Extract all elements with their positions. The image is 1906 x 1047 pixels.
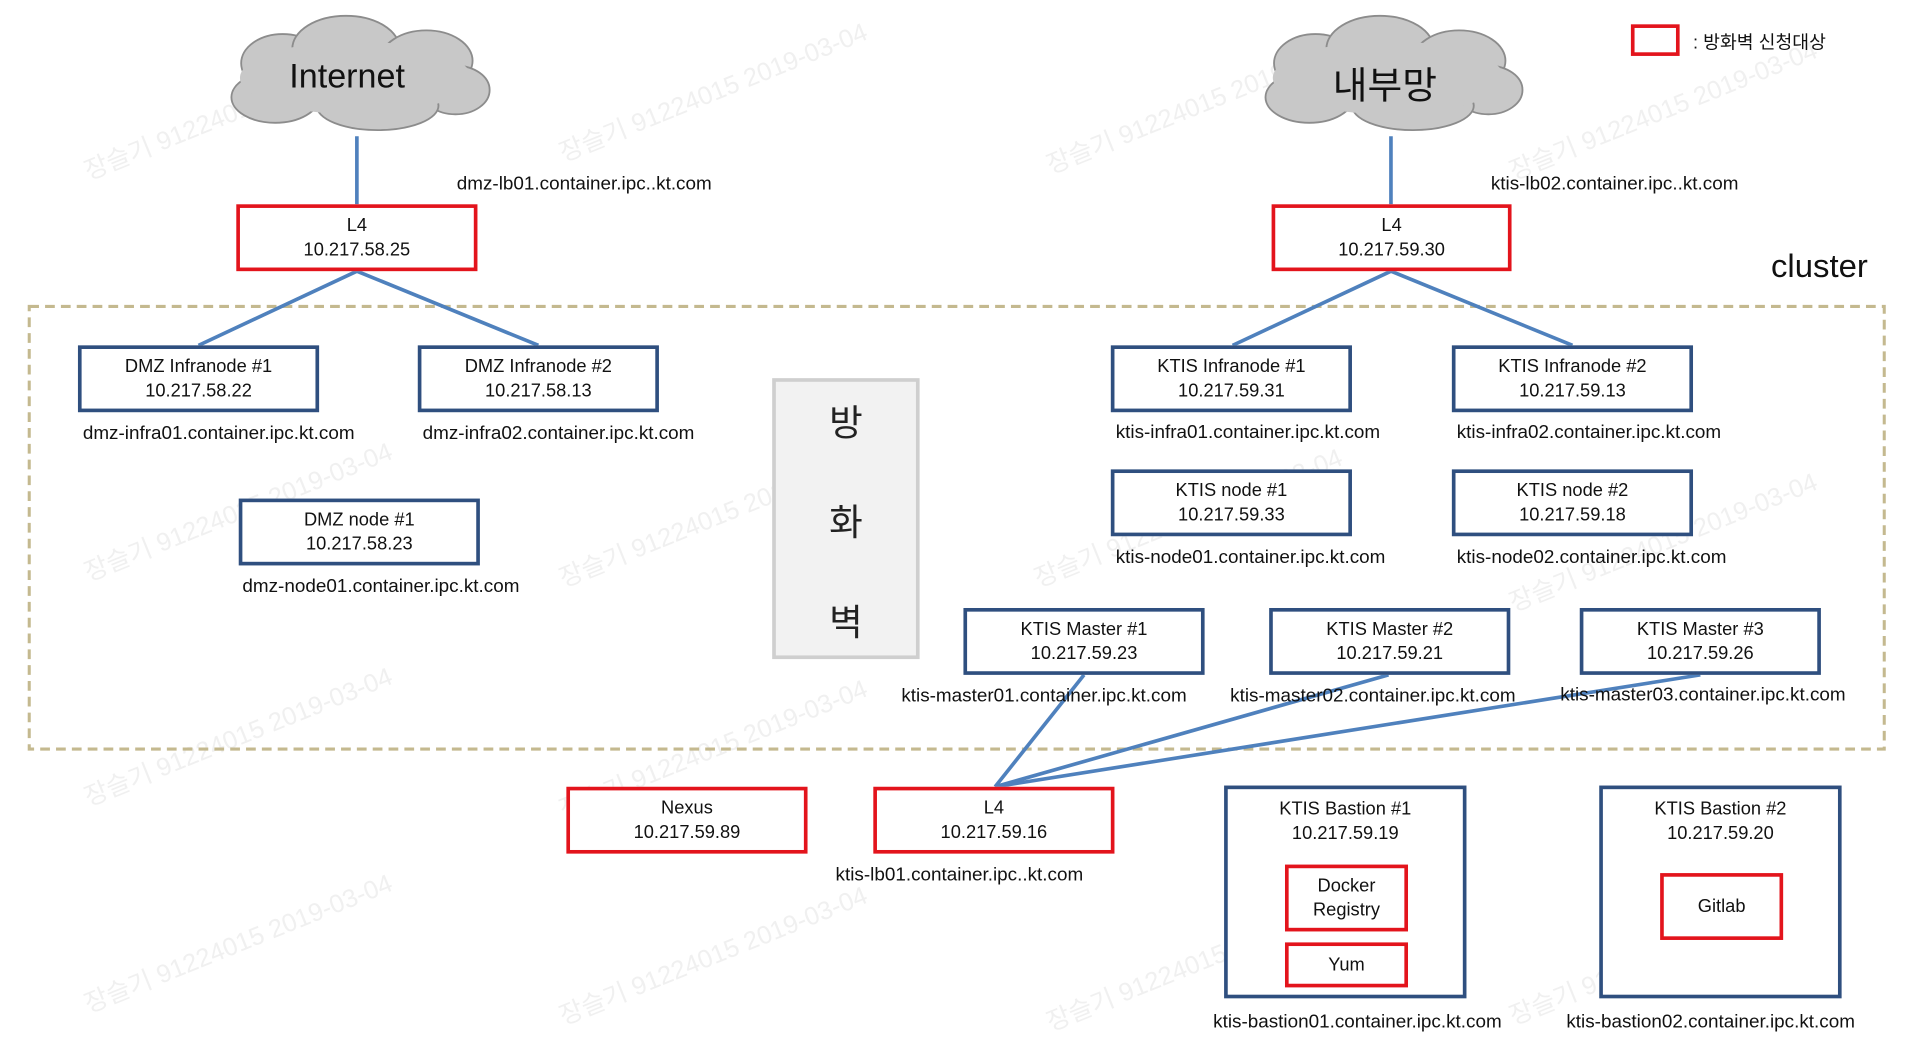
- ktis-infranode-1-box: KTIS Infranode #1 10.217.59.31: [1110, 345, 1352, 413]
- box-title: DMZ Infranode #2: [464, 355, 612, 377]
- l4-to-dmz-infra2-link: [356, 269, 540, 348]
- box-title: KTIS Infranode #2: [1498, 355, 1647, 377]
- ktis-master-2-box: KTIS Master #2 10.217.59.21: [1269, 608, 1511, 675]
- box-title: KTIS Master #3: [1636, 618, 1764, 640]
- dmz-node-1-box: DMZ node #1 10.217.58.23: [238, 498, 480, 566]
- ktis-master-3-box: KTIS Master #3 10.217.59.26: [1579, 608, 1821, 675]
- cluster-label: cluster: [1770, 248, 1868, 285]
- box-ip: 10.217.59.33: [1178, 504, 1285, 525]
- box-title: L4: [346, 214, 368, 236]
- internet-label: Internet: [289, 57, 405, 95]
- firewall-char: 화: [829, 502, 863, 543]
- nexus-box: Nexus 10.217.59.89: [566, 786, 808, 854]
- hostname-label: dmz-node01.container.ipc.kt.com: [242, 576, 520, 598]
- box-ip: 10.217.59.26: [1646, 642, 1754, 664]
- l4-to-master3-link: [994, 673, 1701, 789]
- ktis-bastion-2-box: KTIS Bastion #2 10.217.59.20 Gitlab: [1599, 785, 1842, 999]
- box-title: KTIS Master #1: [1020, 618, 1148, 640]
- dmz-infranode-2-box: DMZ Infranode #2 10.217.58.13: [417, 345, 659, 413]
- ktis-node-1-box: KTIS node #1 10.217.59.33: [1110, 469, 1352, 537]
- hostname-label: ktis-lb01.container.ipc..kt.com: [835, 864, 1084, 886]
- box-ip: 10.217.59.21: [1336, 642, 1444, 664]
- gitlab-box: Gitlab: [1660, 873, 1784, 940]
- box-line: Docker: [1317, 874, 1376, 896]
- firewall-block: 방 화 벽: [772, 378, 920, 660]
- firewall-char: 방: [829, 403, 863, 444]
- dmz-infranode-1-box: DMZ Infranode #1 10.217.58.22: [77, 345, 320, 413]
- box-title: KTIS Bastion #2: [1654, 798, 1787, 820]
- hostname-label: ktis-bastion02.container.ipc.kt.com: [1566, 1011, 1855, 1033]
- box-title: L4: [1381, 214, 1402, 236]
- box-ip: 10.217.58.13: [485, 380, 592, 401]
- box-ip: 10.217.58.23: [305, 533, 413, 554]
- box-title: KTIS Bastion #1: [1279, 798, 1412, 820]
- ktis-node-2-box: KTIS node #2 10.217.59.18: [1451, 469, 1694, 537]
- box-ip: 10.217.59.20: [1667, 823, 1774, 844]
- box-title: KTIS node #2: [1516, 479, 1629, 501]
- yum-box: Yum: [1284, 942, 1409, 988]
- hostname-label: dmz-infra02.container.ipc.kt.com: [422, 423, 695, 444]
- box-ip: 10.217.58.22: [145, 380, 252, 401]
- box-title: KTIS Infranode #1: [1157, 355, 1306, 377]
- box-ip: 10.217.59.13: [1519, 380, 1626, 401]
- legend-swatch: [1630, 24, 1680, 56]
- l4-ktis-box: L4 10.217.59.30: [1271, 204, 1512, 272]
- box-title: KTIS node #1: [1175, 479, 1288, 501]
- box-title: Nexus: [661, 797, 713, 818]
- box-ip: 10.217.59.16: [940, 821, 1048, 843]
- box-ip: 10.217.59.89: [633, 821, 741, 843]
- box-title: Gitlab: [1697, 895, 1746, 917]
- box-ip: 10.217.59.18: [1519, 504, 1626, 525]
- docker-registry-box: Docker Registry: [1284, 864, 1409, 932]
- box-ip: 10.217.59.23: [1030, 642, 1138, 664]
- box-title: DMZ node #1: [303, 508, 415, 530]
- ktis-infranode-2-box: KTIS Infranode #2 10.217.59.13: [1451, 345, 1694, 413]
- hostname-label: dmz-lb01.container.ipc..kt.com: [456, 173, 712, 195]
- ktis-bastion-1-box: KTIS Bastion #1 10.217.59.19 Docker Regi…: [1224, 785, 1467, 999]
- hostname-label: ktis-infra01.container.ipc.kt.com: [1115, 421, 1381, 443]
- box-title: DMZ Infranode #1: [124, 355, 273, 377]
- hostname-label: ktis-node01.container.ipc.kt.com: [1115, 547, 1386, 568]
- cluster-boundary: [27, 304, 1886, 751]
- box-line: Registry: [1312, 899, 1380, 920]
- box-title: L4: [983, 797, 1005, 818]
- ktis-master-1-box: KTIS Master #1 10.217.59.23: [963, 608, 1205, 675]
- hostname-label: ktis-master01.container.ipc.kt.com: [901, 685, 1187, 707]
- hostname-label: ktis-lb02.container.ipc..kt.com: [1490, 173, 1739, 195]
- box-ip: 10.217.59.31: [1178, 380, 1285, 401]
- l4-to-dmz-infra1-link: [197, 269, 358, 347]
- l4-to-master1-link: [993, 673, 1086, 788]
- hostname-label: ktis-master02.container.ipc.kt.com: [1230, 685, 1516, 707]
- box-ip: 10.217.59.30: [1338, 238, 1445, 260]
- internal-network-label: 내부망: [1332, 64, 1437, 108]
- l4-ktis-lb01-box: L4 10.217.59.16: [873, 786, 1115, 854]
- box-ip: 10.217.59.19: [1291, 823, 1399, 844]
- hostname-label: ktis-bastion01.container.ipc.kt.com: [1213, 1011, 1502, 1033]
- firewall-char: 벽: [829, 602, 863, 643]
- hostname-label: ktis-master03.container.ipc.kt.com: [1560, 684, 1846, 706]
- hostname-label: dmz-infra01.container.ipc.kt.com: [82, 423, 355, 444]
- l4-dmz-box: L4 10.217.58.25: [236, 204, 478, 272]
- box-title: Yum: [1328, 953, 1365, 975]
- l4-to-ktis-infra1-link: [1231, 269, 1392, 347]
- l4-to-ktis-infra2-link: [1390, 269, 1574, 348]
- box-ip: 10.217.58.25: [303, 238, 411, 260]
- legend-label: : 방화벽 신청대상: [1693, 32, 1826, 54]
- l4-to-master2-link: [994, 673, 1390, 789]
- box-title: KTIS Master #2: [1326, 618, 1454, 640]
- hostname-label: ktis-infra02.container.ipc.kt.com: [1456, 421, 1722, 443]
- hostname-label: ktis-node02.container.ipc.kt.com: [1456, 547, 1727, 568]
